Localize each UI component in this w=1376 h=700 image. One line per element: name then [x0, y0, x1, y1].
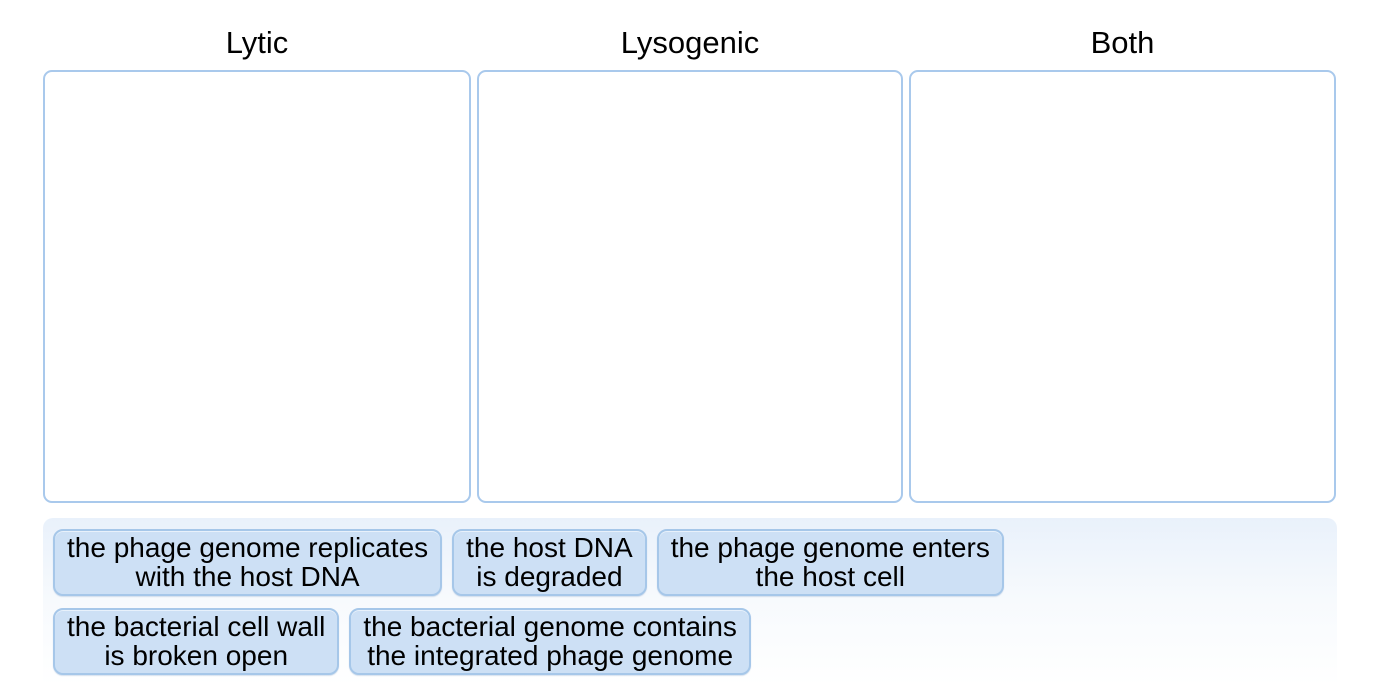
column-headers: Lytic Lysogenic Both: [43, 0, 1337, 70]
chip-text-line: the bacterial genome contains: [363, 610, 737, 642]
chip-row-2: the bacterial cell wall is broken open t…: [53, 607, 1337, 675]
drop-zone-both[interactable]: [909, 70, 1336, 503]
chip-text-line: the phage genome enters: [670, 532, 990, 563]
answer-chip-tray: the phage genome replicates with the hos…: [43, 518, 1337, 700]
chip-text-line: is broken open: [104, 640, 289, 672]
chip-row-1: the phage genome replicates with the hos…: [53, 529, 1337, 596]
chip-text-line: the phage genome replicates: [67, 532, 429, 563]
draggable-chip-cell-wall-broken[interactable]: the bacterial cell wall is broken open: [53, 607, 340, 675]
chip-text-line: the host DNA: [466, 532, 633, 563]
drop-zone-lytic[interactable]: [43, 70, 471, 503]
chip-text-line: the bacterial cell wall: [67, 610, 326, 642]
column-label-lytic: Lytic: [225, 25, 289, 60]
draggable-chip-host-dna-degraded[interactable]: the host DNA is degraded: [452, 529, 647, 596]
chip-text-line: the integrated phage genome: [367, 640, 734, 672]
drop-zone-lysogenic[interactable]: [477, 70, 903, 503]
draggable-chip-integrated-phage-genome[interactable]: the bacterial genome contains the integr…: [349, 607, 751, 675]
chip-text-line: the host cell: [755, 561, 905, 593]
sorting-activity: Lytic Lysogenic Both the phage genome re…: [43, 0, 1337, 700]
drop-zones: [43, 70, 1337, 503]
draggable-chip-phage-genome-replicates[interactable]: the phage genome replicates with the hos…: [53, 529, 443, 596]
chip-text-line: is degraded: [476, 561, 623, 593]
chip-text-line: with the host DNA: [135, 561, 360, 593]
draggable-chip-phage-genome-enters[interactable]: the phage genome enters the host cell: [656, 529, 1004, 596]
column-label-both: Both: [1090, 25, 1155, 60]
column-label-lysogenic: Lysogenic: [620, 25, 760, 60]
